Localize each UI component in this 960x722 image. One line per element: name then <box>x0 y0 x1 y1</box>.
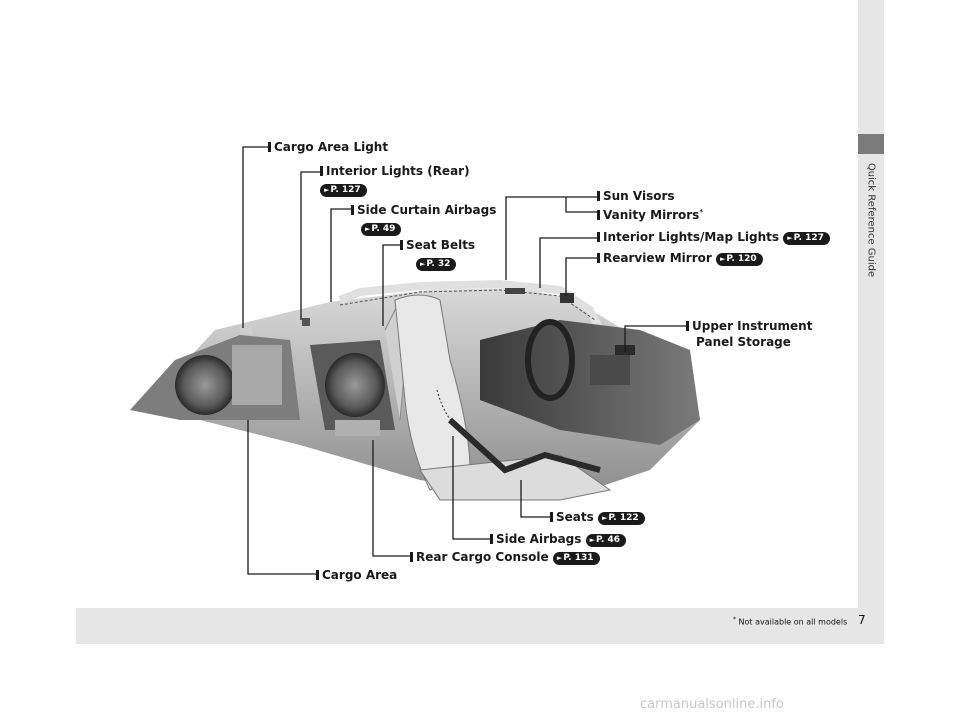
cargo-panel <box>232 345 282 405</box>
map-light-fixture <box>505 288 525 294</box>
callout-label: Sun Visors <box>603 189 675 203</box>
leader-sun-visors <box>505 196 597 280</box>
rear-cargo-console-shape <box>335 420 380 436</box>
footnote-star: * <box>699 208 703 216</box>
steering-wheel <box>525 319 575 401</box>
callout-interior-lights-rear: Interior Lights (Rear) ►P. 127 <box>320 164 470 197</box>
callout-sun-visors: Sun Visors <box>597 189 675 204</box>
leader-cargo-area <box>247 420 316 575</box>
leader-vanity-mirrors <box>565 197 597 213</box>
leader-lines <box>242 146 686 575</box>
leader-seat-belts <box>382 244 400 326</box>
page-ref-link[interactable]: ►P. 120 <box>715 253 763 266</box>
callout-label: Side Curtain Airbags <box>357 203 497 217</box>
callout-upper-instrument-panel-storage: Upper Instrument Panel Storage <box>686 319 812 350</box>
footnote-text: Not available on all models <box>736 617 848 627</box>
curtain-airbag-line <box>339 289 596 321</box>
leader-map-lights <box>539 237 597 288</box>
callout-label: Interior Lights (Rear) <box>326 164 470 178</box>
callout-marker <box>490 534 493 544</box>
leader-side-curtain-airbags <box>330 208 351 302</box>
leader-rearview-mirror <box>565 257 597 296</box>
callout-seats: Seats ►P. 122 <box>550 510 645 525</box>
roof-rail <box>338 279 604 332</box>
leader-rear-cargo-console <box>372 440 410 557</box>
callout-label: Side Airbags <box>496 532 582 546</box>
callout-rearview-mirror: Rearview Mirror ►P. 120 <box>597 251 763 266</box>
callout-marker <box>351 205 354 215</box>
callout-label: Upper Instrument <box>692 319 813 333</box>
footnote-star: * <box>733 616 736 623</box>
center-console <box>590 355 630 385</box>
leader-upper-instrument <box>624 325 686 352</box>
callout-label: Cargo Area Light <box>274 140 389 154</box>
callout-seat-belts: Seat Belts ►P. 32 <box>400 238 475 271</box>
leader-interior-lights-rear <box>300 171 320 320</box>
rear-speaker-left <box>175 355 235 415</box>
footer-bar <box>76 608 884 644</box>
callout-marker <box>597 253 600 263</box>
page-ref-link[interactable]: ►P. 32 <box>416 258 457 271</box>
footnote: * Not available on all models <box>733 616 847 627</box>
page-ref-link[interactable]: ►P. 122 <box>597 512 645 525</box>
callout-marker <box>400 240 403 250</box>
page-ref-link[interactable]: ►P. 49 <box>361 223 402 236</box>
callout-cargo-area-light: Cargo Area Light <box>268 140 388 155</box>
callout-marker <box>686 321 689 331</box>
callout-marker <box>550 512 553 522</box>
page-ref-link[interactable]: ►P. 127 <box>783 232 830 245</box>
watermark: carmanualsonline.info <box>640 697 784 712</box>
callout-label: Rear Cargo Console <box>416 550 549 564</box>
page-ref-link[interactable]: ►P. 127 <box>320 184 367 197</box>
callout-label: Interior Lights/Map Lights <box>603 230 779 244</box>
leader-seats <box>520 480 550 518</box>
callout-label: Rearview Mirror <box>603 251 712 265</box>
callout-marker <box>597 210 600 220</box>
side-airbag-seam <box>436 389 466 436</box>
callout-marker <box>316 570 319 580</box>
page-number: 7 <box>858 613 866 627</box>
callout-marker <box>268 142 271 152</box>
rear-light-fixture <box>302 318 310 326</box>
leader-side-airbags <box>452 436 490 540</box>
leader-cargo-area-light <box>242 146 268 328</box>
callout-side-curtain-airbags: Side Curtain Airbags ►P. 49 <box>351 203 496 236</box>
callout-label: Vanity Mirrors <box>603 208 700 222</box>
seat-trim <box>447 417 601 474</box>
cargo-light-fixture <box>240 326 252 334</box>
callout-cargo-area: Cargo Area <box>316 568 397 583</box>
side-tab-marker <box>858 134 884 154</box>
callout-interior-map-lights: Interior Lights/Map Lights ►P. 127 <box>597 230 830 245</box>
rearview-mirror-shape <box>560 293 574 303</box>
callout-marker <box>320 166 323 176</box>
callout-label-line2: Panel Storage <box>696 335 791 349</box>
rear-speaker-right <box>325 353 385 417</box>
callout-marker <box>597 191 600 201</box>
callout-marker <box>410 552 413 562</box>
page-ref-link[interactable]: ►P. 131 <box>552 552 600 565</box>
side-tab <box>858 0 884 608</box>
callout-label: Cargo Area <box>322 568 398 582</box>
callout-side-airbags: Side Airbags ►P. 46 <box>490 532 627 547</box>
callout-label: Seat Belts <box>406 238 476 252</box>
callout-rear-cargo-console: Rear Cargo Console ►P. 131 <box>410 550 600 565</box>
callout-vanity-mirrors: Vanity Mirrors* <box>597 205 703 223</box>
callout-label: Seats <box>556 510 594 524</box>
callout-marker <box>597 232 600 242</box>
page-ref-link[interactable]: ►P. 46 <box>585 534 627 547</box>
